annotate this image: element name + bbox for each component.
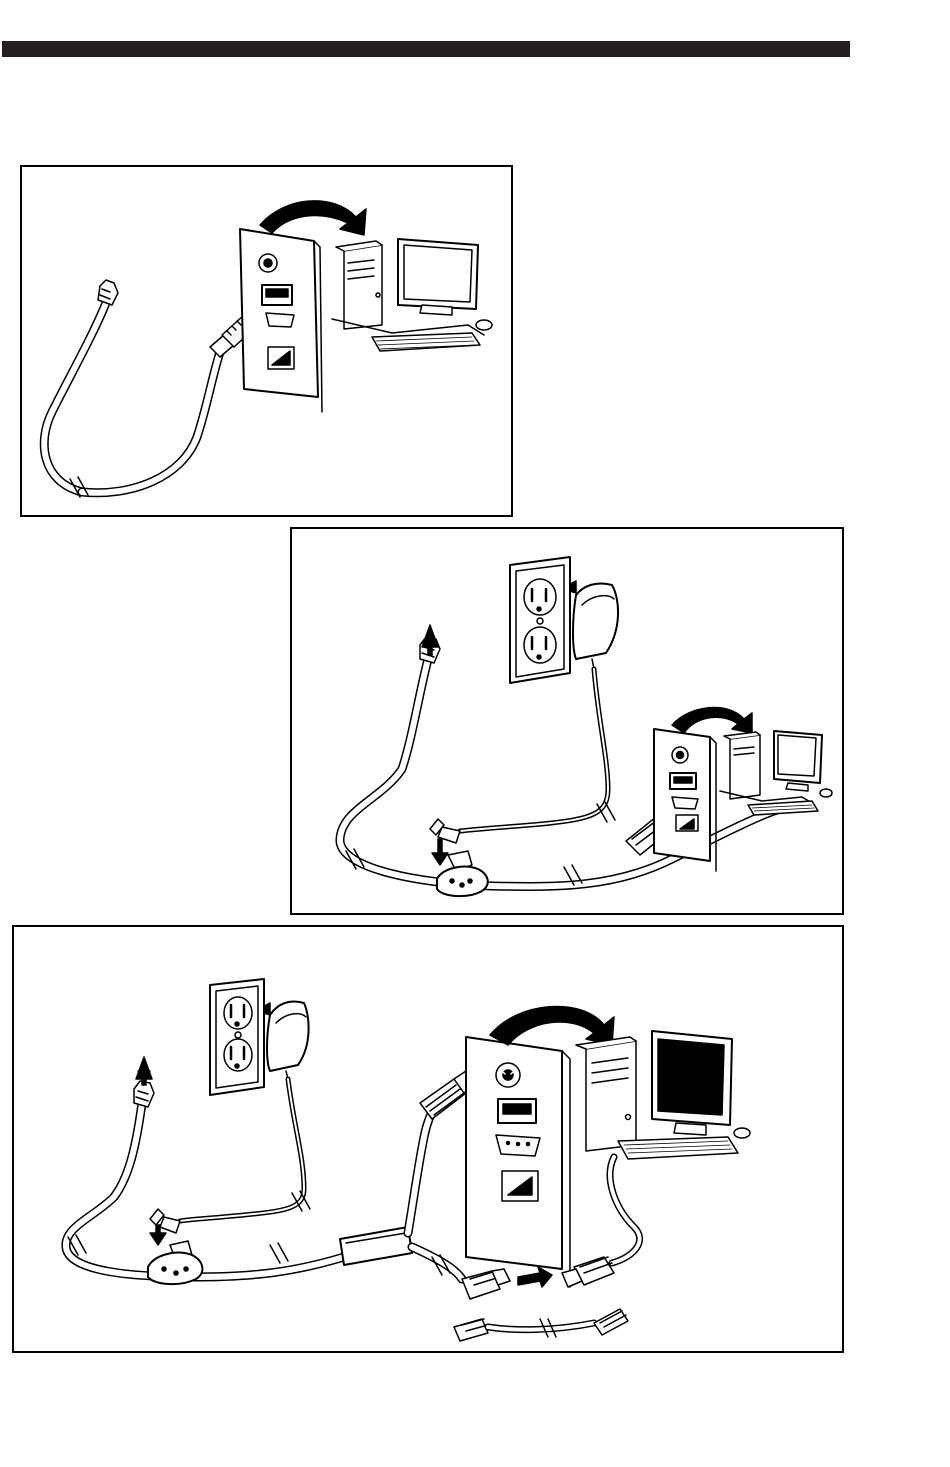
desktop-computer-icon (332, 239, 492, 351)
wall-outlet-icon (210, 979, 264, 1095)
rotate-arrow-icon (260, 201, 366, 235)
down-arrow-icon (432, 839, 448, 865)
serial-connection-panel (290, 527, 844, 915)
inline-adapter-box-icon (340, 1097, 462, 1279)
power-plug-icon (150, 1209, 180, 1233)
ps2-plug-icon (462, 1269, 510, 1299)
desktop-computer-icon (720, 731, 832, 815)
computer-back-panel-icon (240, 229, 322, 412)
wall-outlet-icon (510, 557, 570, 683)
rotate-arrow-icon (490, 1006, 614, 1045)
cable-junction-icon (148, 1241, 202, 1284)
usb-connection-panel (20, 165, 513, 517)
push-arrow-icon (518, 1267, 552, 1287)
computer-back-panel-icon (466, 1037, 570, 1287)
desktop-computer-icon (576, 1031, 750, 1151)
up-arrow-icon (136, 1057, 152, 1085)
keyboard-icon (610, 1137, 738, 1263)
computer-back-panel-icon (654, 729, 716, 871)
power-plug-icon (430, 819, 460, 843)
rotate-arrow-icon (672, 708, 752, 733)
page-header-rule (2, 41, 850, 57)
keyboard-wedge-connection-panel (12, 925, 844, 1353)
scanner-cable-icon (44, 280, 220, 497)
extension-cable-icon (454, 1309, 628, 1341)
